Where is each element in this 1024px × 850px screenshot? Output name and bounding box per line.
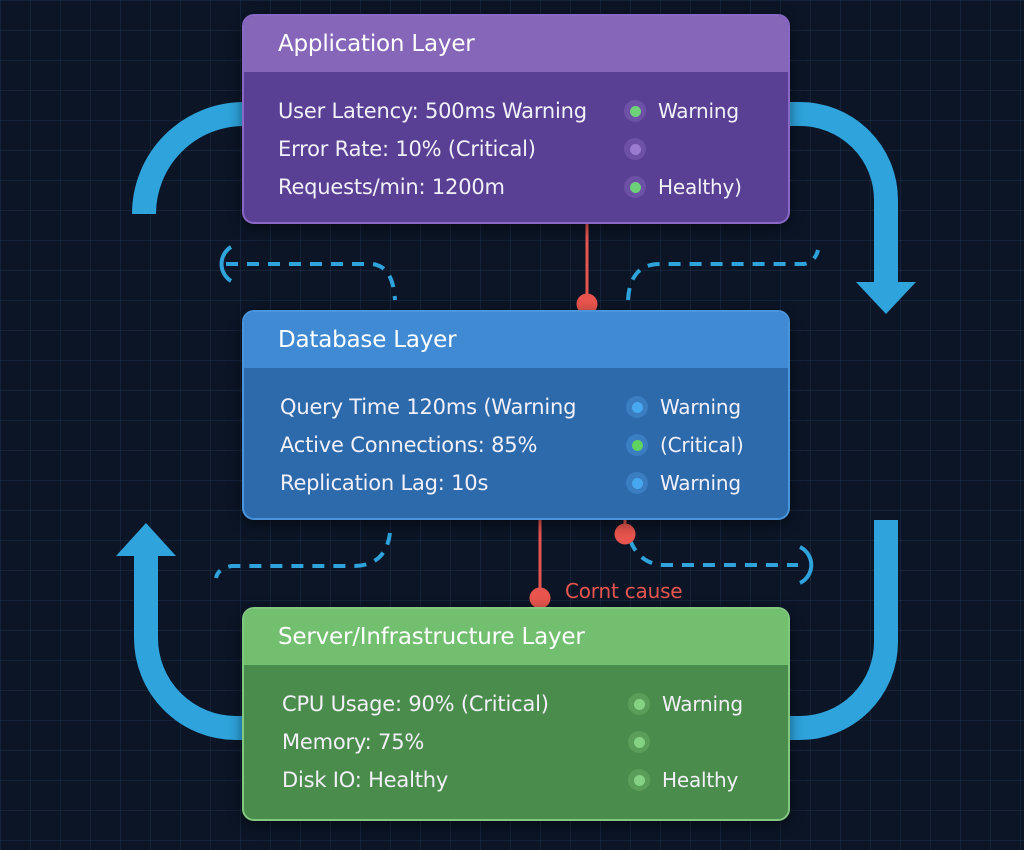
status-dot-icon [624, 100, 646, 122]
metric-label: CPU Usage: 90% (Critical) [282, 692, 549, 716]
dashed-link-right-bottom [628, 539, 798, 567]
status-text: Healthy [662, 768, 739, 792]
metric-label: Memory: 75% [282, 730, 425, 754]
metric-row: Active Connections: 85% (Critical) [280, 426, 788, 464]
status-indicator: Healthy) [624, 168, 742, 206]
status-indicator [624, 130, 658, 168]
status-dot-icon [628, 693, 650, 715]
status-dot-icon [628, 731, 650, 753]
bracket-left-top-icon [219, 245, 233, 283]
metric-row: Memory: 75% [282, 723, 788, 761]
metric-label: Error Rate: 10% (Critical) [278, 137, 536, 161]
flow-arrow-bottom-left [134, 556, 244, 740]
metric-label: User Latency: 500ms Warning [278, 99, 587, 123]
server-layer-title: Server/Infrastructure Layer [244, 609, 788, 665]
metric-row: Query Time 120ms (Warning Warning [280, 388, 788, 426]
metric-label: Active Connections: 85% [280, 433, 538, 457]
metric-row: CPU Usage: 90% (Critical) Warning [282, 685, 788, 723]
status-indicator [628, 723, 662, 761]
metric-row: Requests/min: 1200m Healthy) [278, 168, 788, 206]
status-dot-icon [628, 769, 650, 791]
database-metrics: Query Time 120ms (Warning Warning Active… [244, 368, 788, 518]
metric-row: Disk IO: Healthy Healthy [282, 761, 788, 799]
metric-label: Requests/min: 1200m [278, 175, 505, 199]
application-layer-card[interactable]: Application Layer User Latency: 500ms Wa… [242, 14, 790, 224]
arrowhead-up-icon [116, 523, 176, 556]
status-indicator: (Critical) [626, 426, 744, 464]
server-metrics: CPU Usage: 90% (Critical) Warning Memory… [244, 665, 788, 819]
status-indicator: Warning [626, 464, 741, 502]
arrowhead-down-icon [856, 282, 916, 314]
root-cause-label: Cornt cause [565, 579, 683, 603]
status-indicator: Healthy [628, 761, 738, 799]
status-dot-icon [624, 176, 646, 198]
application-metrics: User Latency: 500ms Warning Warning Erro… [244, 72, 788, 222]
metric-label: Disk IO: Healthy [282, 768, 449, 792]
dashed-link-right-top [626, 249, 820, 301]
root-cause-node [529, 587, 551, 609]
status-indicator: Warning [628, 685, 743, 723]
status-dot-icon [626, 396, 648, 418]
dashed-link-left-top [226, 262, 397, 301]
application-layer-title: Application Layer [244, 16, 788, 72]
status-text: Healthy) [658, 175, 742, 199]
status-text: (Critical) [660, 433, 744, 457]
metric-row: Replication Lag: 10s Warning [280, 464, 788, 502]
bracket-right-bottom-icon [799, 545, 814, 585]
status-dot-icon [624, 138, 646, 160]
root-cause-node [614, 523, 636, 545]
status-indicator: Warning [624, 92, 739, 130]
status-dot-icon [626, 434, 648, 456]
database-layer-card[interactable]: Database Layer Query Time 120ms (Warning… [242, 310, 790, 520]
metric-row: User Latency: 500ms Warning Warning [278, 92, 788, 130]
dashed-link-left-bottom [214, 532, 392, 579]
flow-arrow-top-right [790, 102, 898, 282]
status-text: Warning [658, 99, 739, 123]
status-indicator: Warning [626, 388, 741, 426]
status-dot-icon [626, 472, 648, 494]
status-text: Warning [660, 471, 741, 495]
metric-row: Error Rate: 10% (Critical) [278, 130, 788, 168]
metric-label: Query Time 120ms (Warning [280, 395, 577, 419]
server-layer-card[interactable]: Server/Infrastructure Layer CPU Usage: 9… [242, 607, 790, 821]
metric-label: Replication Lag: 10s [280, 471, 489, 495]
flow-arrow-bottom-right [790, 520, 898, 740]
flow-arrow-top-left [132, 102, 245, 215]
database-layer-title: Database Layer [244, 312, 788, 368]
status-text: Warning [662, 692, 743, 716]
status-text: Warning [660, 395, 741, 419]
